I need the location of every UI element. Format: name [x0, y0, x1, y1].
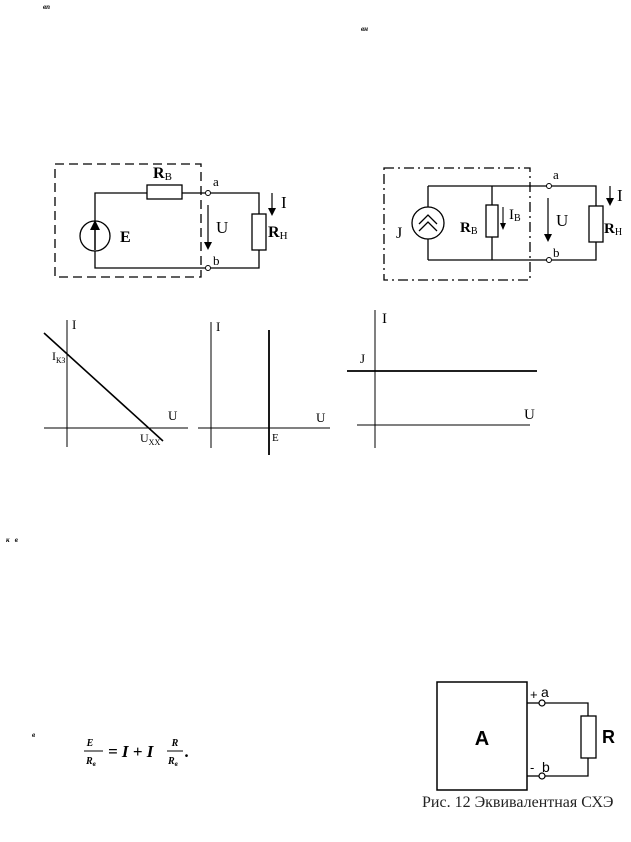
label-j: J	[396, 225, 402, 242]
box-label: A	[475, 728, 489, 750]
source-dashed-boundary	[54, 163, 202, 278]
emf-arrow-icon	[90, 220, 100, 230]
formula-rhs-numerator: R	[171, 738, 179, 749]
current-source-icon	[411, 206, 445, 240]
j-label: J	[360, 351, 365, 366]
terminal-b	[546, 257, 552, 263]
label-rn: RН	[268, 224, 288, 242]
fragment-lower-left: в	[32, 731, 36, 739]
formula-lhs-denominator: Rв	[85, 756, 96, 768]
y-axis-label: I	[72, 317, 76, 332]
formula-equation: = I + I	[108, 742, 155, 761]
source-dashdot-boundary	[383, 167, 531, 281]
fragment-top-mid: вн	[361, 25, 369, 33]
label-node-a: a	[541, 684, 549, 700]
label-rv: RВ	[460, 220, 478, 237]
label-node-a: a	[213, 174, 219, 189]
short-circuit-label: IКЗ	[52, 349, 65, 365]
label-node-b: b	[553, 245, 560, 260]
active-network-box	[436, 681, 528, 791]
wire-bottom	[94, 250, 205, 269]
x-axis-label: U	[316, 410, 326, 425]
label-node-b: b	[213, 253, 220, 268]
minus-sign: -	[530, 760, 534, 775]
open-circuit-label: UХХ	[140, 431, 160, 447]
terminal-a	[205, 190, 211, 196]
label-node-a: a	[553, 167, 559, 182]
y-axis-label: I	[382, 311, 387, 327]
plus-sign: +	[530, 687, 538, 702]
formula-lhs-numerator: E	[86, 738, 94, 749]
formula-rhs-denominator: Rв	[167, 756, 178, 768]
terminal-a	[546, 183, 552, 189]
label-voltage: U	[216, 218, 228, 237]
internal-resistor	[146, 184, 183, 200]
emf-label: E	[272, 432, 279, 444]
x-axis-label: U	[168, 408, 178, 423]
x-axis-label: U	[524, 407, 535, 423]
fragment-top-left: вп	[43, 3, 51, 11]
label-r: R	[602, 727, 615, 747]
label-current: I	[617, 186, 623, 205]
figure-caption: Рис. 12 Эквивалентная СХЭ	[422, 794, 614, 811]
label-rn: RН	[604, 221, 622, 238]
label-emf: E	[120, 229, 131, 246]
characteristic-line	[43, 332, 164, 442]
label-iv: IВ	[509, 207, 521, 224]
load-wire	[211, 192, 260, 214]
formula-end: .	[185, 742, 189, 761]
label-voltage: U	[556, 211, 568, 230]
label-current: I	[281, 193, 287, 212]
y-axis-label: I	[216, 319, 220, 334]
load-resistor	[580, 715, 597, 759]
fragment-mid-left: к в	[6, 536, 18, 544]
label-node-b: b	[542, 759, 550, 775]
terminal-a	[538, 699, 546, 707]
terminal-b	[205, 265, 211, 271]
label-rv: RВ	[153, 165, 172, 183]
